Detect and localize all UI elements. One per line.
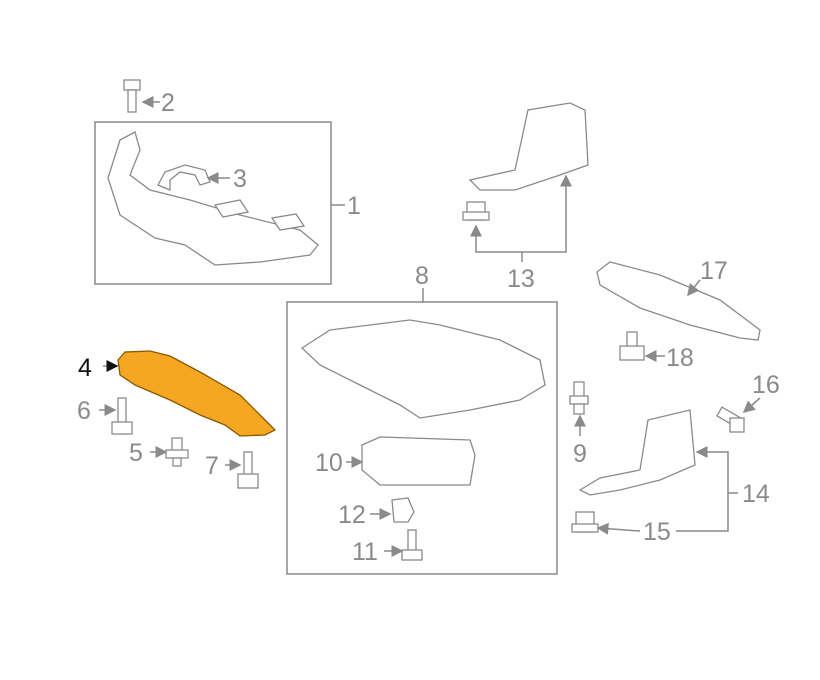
part-2-bolt[interactable]: [123, 79, 141, 113]
callout-12[interactable]: 12: [338, 501, 366, 529]
part-13-splash-shield[interactable]: [468, 102, 589, 191]
part-13-clip[interactable]: [462, 201, 490, 221]
part-1-splash-shield[interactable]: [107, 131, 319, 266]
part-6-bolt[interactable]: [111, 397, 133, 435]
part-11-bolt[interactable]: [401, 529, 423, 561]
callout-8[interactable]: 8: [415, 262, 429, 290]
part-5-clip[interactable]: [165, 437, 189, 467]
callout-11[interactable]: 11: [352, 538, 378, 566]
part-9-clip[interactable]: [569, 381, 589, 415]
part-18-clip[interactable]: [619, 331, 645, 361]
callout-1[interactable]: 1: [347, 192, 361, 220]
callout-5[interactable]: 5: [129, 439, 143, 467]
part-17-seal[interactable]: [596, 261, 761, 341]
callout-6[interactable]: 6: [77, 397, 91, 425]
part-10-cover[interactable]: [361, 436, 476, 486]
callout-4[interactable]: 4: [78, 354, 92, 382]
callout-2[interactable]: 2: [161, 89, 175, 117]
callout-13[interactable]: 13: [507, 265, 535, 293]
callout-14[interactable]: 14: [742, 480, 770, 508]
callout-3[interactable]: 3: [233, 165, 247, 193]
callout-9[interactable]: 9: [573, 440, 587, 468]
callout-18[interactable]: 18: [666, 344, 694, 372]
part-4-engine-under-cover[interactable]: [117, 350, 277, 437]
part-15-clip[interactable]: [571, 511, 599, 533]
part-3-clip[interactable]: [157, 164, 211, 191]
part-16-bolt[interactable]: [716, 406, 745, 433]
callout-15[interactable]: 15: [643, 518, 671, 546]
callout-10[interactable]: 10: [315, 449, 343, 477]
part-12-clip[interactable]: [391, 497, 415, 523]
part-14-splash-shield[interactable]: [578, 409, 696, 496]
callout-16[interactable]: 16: [752, 371, 780, 399]
callout-17[interactable]: 17: [700, 257, 728, 285]
part-8-engine-under-cover[interactable]: [300, 319, 546, 419]
group-box-8: [286, 301, 558, 575]
group-box-1: [94, 121, 332, 285]
callout-7[interactable]: 7: [205, 452, 219, 480]
part-7-bolt[interactable]: [237, 451, 259, 489]
